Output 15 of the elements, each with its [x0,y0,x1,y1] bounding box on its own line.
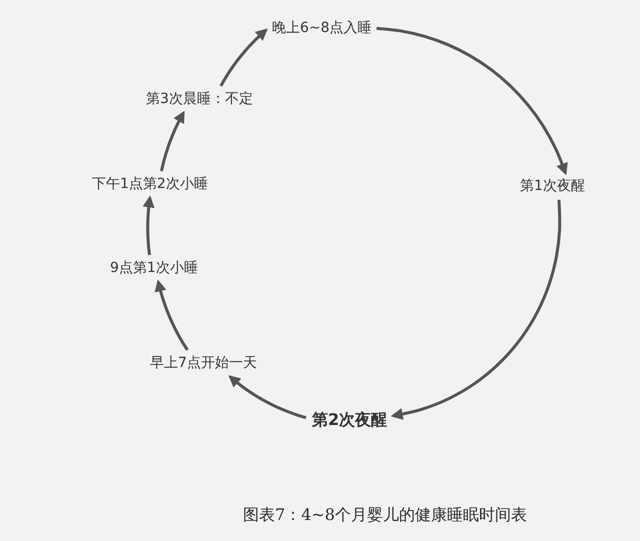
arrow [142,195,155,256]
stage-label: 早上7点开始一天 [150,355,257,372]
arrow [154,279,189,351]
stage-label: 下午1点第2次小睡 [92,176,208,193]
arrow [160,110,185,172]
arrow [220,28,268,87]
stage-label: 第2次夜醒 [312,410,388,430]
arrow [390,200,562,420]
arrow [376,26,568,176]
stage-label: 晚上6~8点入睡 [272,20,372,37]
stage-label: 9点第1次小睡 [110,260,198,277]
stage-label: 第1次夜醒 [520,178,585,195]
stage-label: 第3次晨睡：不定 [146,91,253,108]
figure-caption: 图表7：4~8个月婴儿的健康睡眠时间表 [243,505,527,524]
arrow [228,375,306,420]
